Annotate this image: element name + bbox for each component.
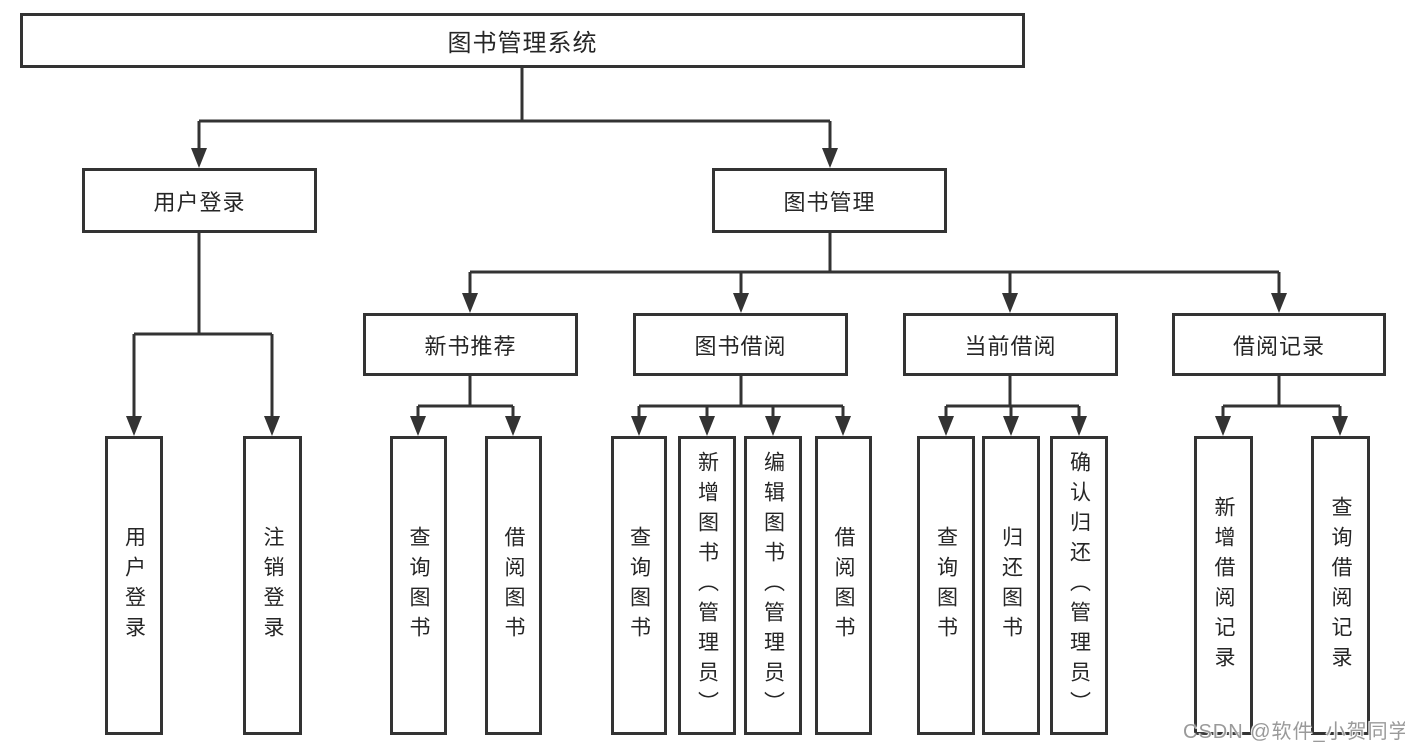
leaf-add-borrow-record-label: 新增借阅记录 <box>1212 495 1235 676</box>
leaf-borrow-books-recommend: 借阅图书 <box>485 436 542 735</box>
node-book-management-label: 图书管理 <box>783 189 876 215</box>
leaf-borrow-books-label: 借阅图书 <box>832 525 855 646</box>
node-root: 图书管理系统 <box>20 13 1025 68</box>
leaf-add-books-admin-label: 新增图书（管理员） <box>695 450 719 721</box>
leaf-query-borrow-record: 查询借阅记录 <box>1311 436 1370 735</box>
node-current-borrow-label: 当前借阅 <box>964 333 1057 359</box>
leaf-query-books-borrow: 查询图书 <box>611 436 667 735</box>
node-book-borrow: 图书借阅 <box>633 313 848 376</box>
node-book-management: 图书管理 <box>712 168 947 233</box>
leaf-return-books: 归还图书 <box>982 436 1040 735</box>
node-root-label: 图书管理系统 <box>447 30 598 57</box>
leaf-query-books-recommend: 查询图书 <box>390 436 447 735</box>
leaf-query-books-borrow-label: 查询图书 <box>627 525 651 646</box>
node-borrow-record-label: 借阅记录 <box>1232 333 1325 359</box>
leaf-query-books-recommend-label: 查询图书 <box>407 525 430 646</box>
leaf-query-books-current: 查询图书 <box>917 436 975 735</box>
leaf-logout-login: 注销登录 <box>243 436 302 735</box>
node-current-borrow: 当前借阅 <box>903 313 1118 376</box>
leaf-edit-books-admin: 编辑图书（管理员） <box>744 436 802 735</box>
arrow-down-icon <box>126 148 1348 436</box>
leaf-confirm-return-admin: 确认归还（管理员） <box>1050 436 1108 735</box>
leaf-add-borrow-record: 新增借阅记录 <box>1194 436 1253 735</box>
tree-edges <box>132 68 1342 422</box>
node-new-book-recommend: 新书推荐 <box>363 313 578 376</box>
leaf-query-books-current-label: 查询图书 <box>934 525 958 646</box>
leaf-user-login: 用户登录 <box>105 436 163 735</box>
node-user-login: 用户登录 <box>82 168 317 233</box>
leaf-user-login-label: 用户登录 <box>122 525 146 646</box>
leaf-edit-books-admin-label: 编辑图书（管理员） <box>761 450 785 721</box>
leaf-query-borrow-record-label: 查询借阅记录 <box>1329 495 1352 676</box>
leaf-logout-login-label: 注销登录 <box>261 525 284 646</box>
leaf-return-books-label: 归还图书 <box>999 525 1023 646</box>
leaf-borrow-books: 借阅图书 <box>815 436 872 735</box>
node-borrow-record: 借阅记录 <box>1172 313 1386 376</box>
leaf-confirm-return-admin-label: 确认归还（管理员） <box>1067 450 1091 721</box>
leaf-borrow-books-recommend-label: 借阅图书 <box>502 525 525 646</box>
node-user-login-label: 用户登录 <box>153 189 246 215</box>
node-new-book-recommend-label: 新书推荐 <box>424 333 517 359</box>
csdn-watermark: CSDN @软件_小贺同学 <box>1183 721 1405 743</box>
node-book-borrow-label: 图书借阅 <box>694 333 787 359</box>
leaf-add-books-admin: 新增图书（管理员） <box>678 436 736 735</box>
